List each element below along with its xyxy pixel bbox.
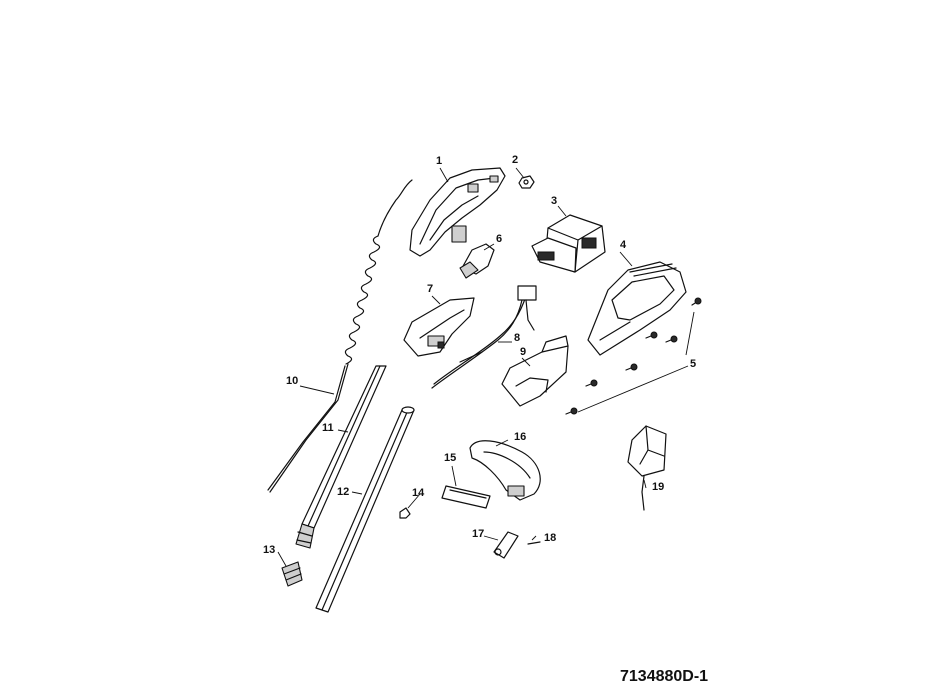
part-label-3: 3: [551, 195, 558, 207]
part-13-collar: [281, 561, 303, 587]
part-label-7: 7: [427, 283, 434, 295]
part-1-handle-housing: [409, 167, 506, 257]
part-2-nut: [518, 175, 535, 189]
part-18-pin: [527, 541, 541, 545]
part-8-wiring-harness: [431, 285, 537, 389]
part-label-17: 17: [472, 528, 485, 540]
part-label-14: 14: [412, 487, 425, 499]
part-5-screws: [565, 297, 702, 415]
part-19-charger: [627, 425, 667, 511]
part-16-aux-handle: [469, 440, 541, 501]
part-label-19: 19: [652, 481, 665, 493]
part-label-11: 11: [322, 422, 334, 434]
part-4-handle-housing: [587, 261, 687, 356]
part-11-upper-tube: [295, 365, 387, 549]
part-17-latch: [493, 531, 519, 559]
part-label-1: 1: [436, 155, 443, 167]
part-label-16: 16: [514, 431, 527, 443]
part-label-4: 4: [620, 239, 627, 251]
part-label-15: 15: [444, 452, 457, 464]
part-6-trigger: [459, 243, 495, 279]
part-3-battery-pack: [531, 214, 606, 273]
part-label-2: 2: [512, 154, 519, 166]
part-label-6: 6: [496, 233, 503, 245]
document-code: 7134880D-1: [620, 668, 709, 685]
part-9-battery-cover: [501, 335, 569, 407]
part-14-nut: [399, 507, 411, 519]
leader-lines: [277, 167, 647, 567]
part-label-18: 18: [544, 532, 557, 544]
part-10-coiled-cord: [267, 179, 413, 493]
part-12-lower-tube: [315, 406, 415, 613]
part-label-8: 8: [514, 332, 521, 344]
part-label-9: 9: [520, 346, 527, 358]
part-label-10: 10: [286, 375, 299, 387]
part-label-5: 5: [690, 358, 697, 370]
part-label-12: 12: [337, 486, 350, 498]
part-15-clip: [441, 485, 491, 509]
part-7-switch-assembly: [403, 297, 475, 357]
part-label-13: 13: [263, 544, 276, 556]
